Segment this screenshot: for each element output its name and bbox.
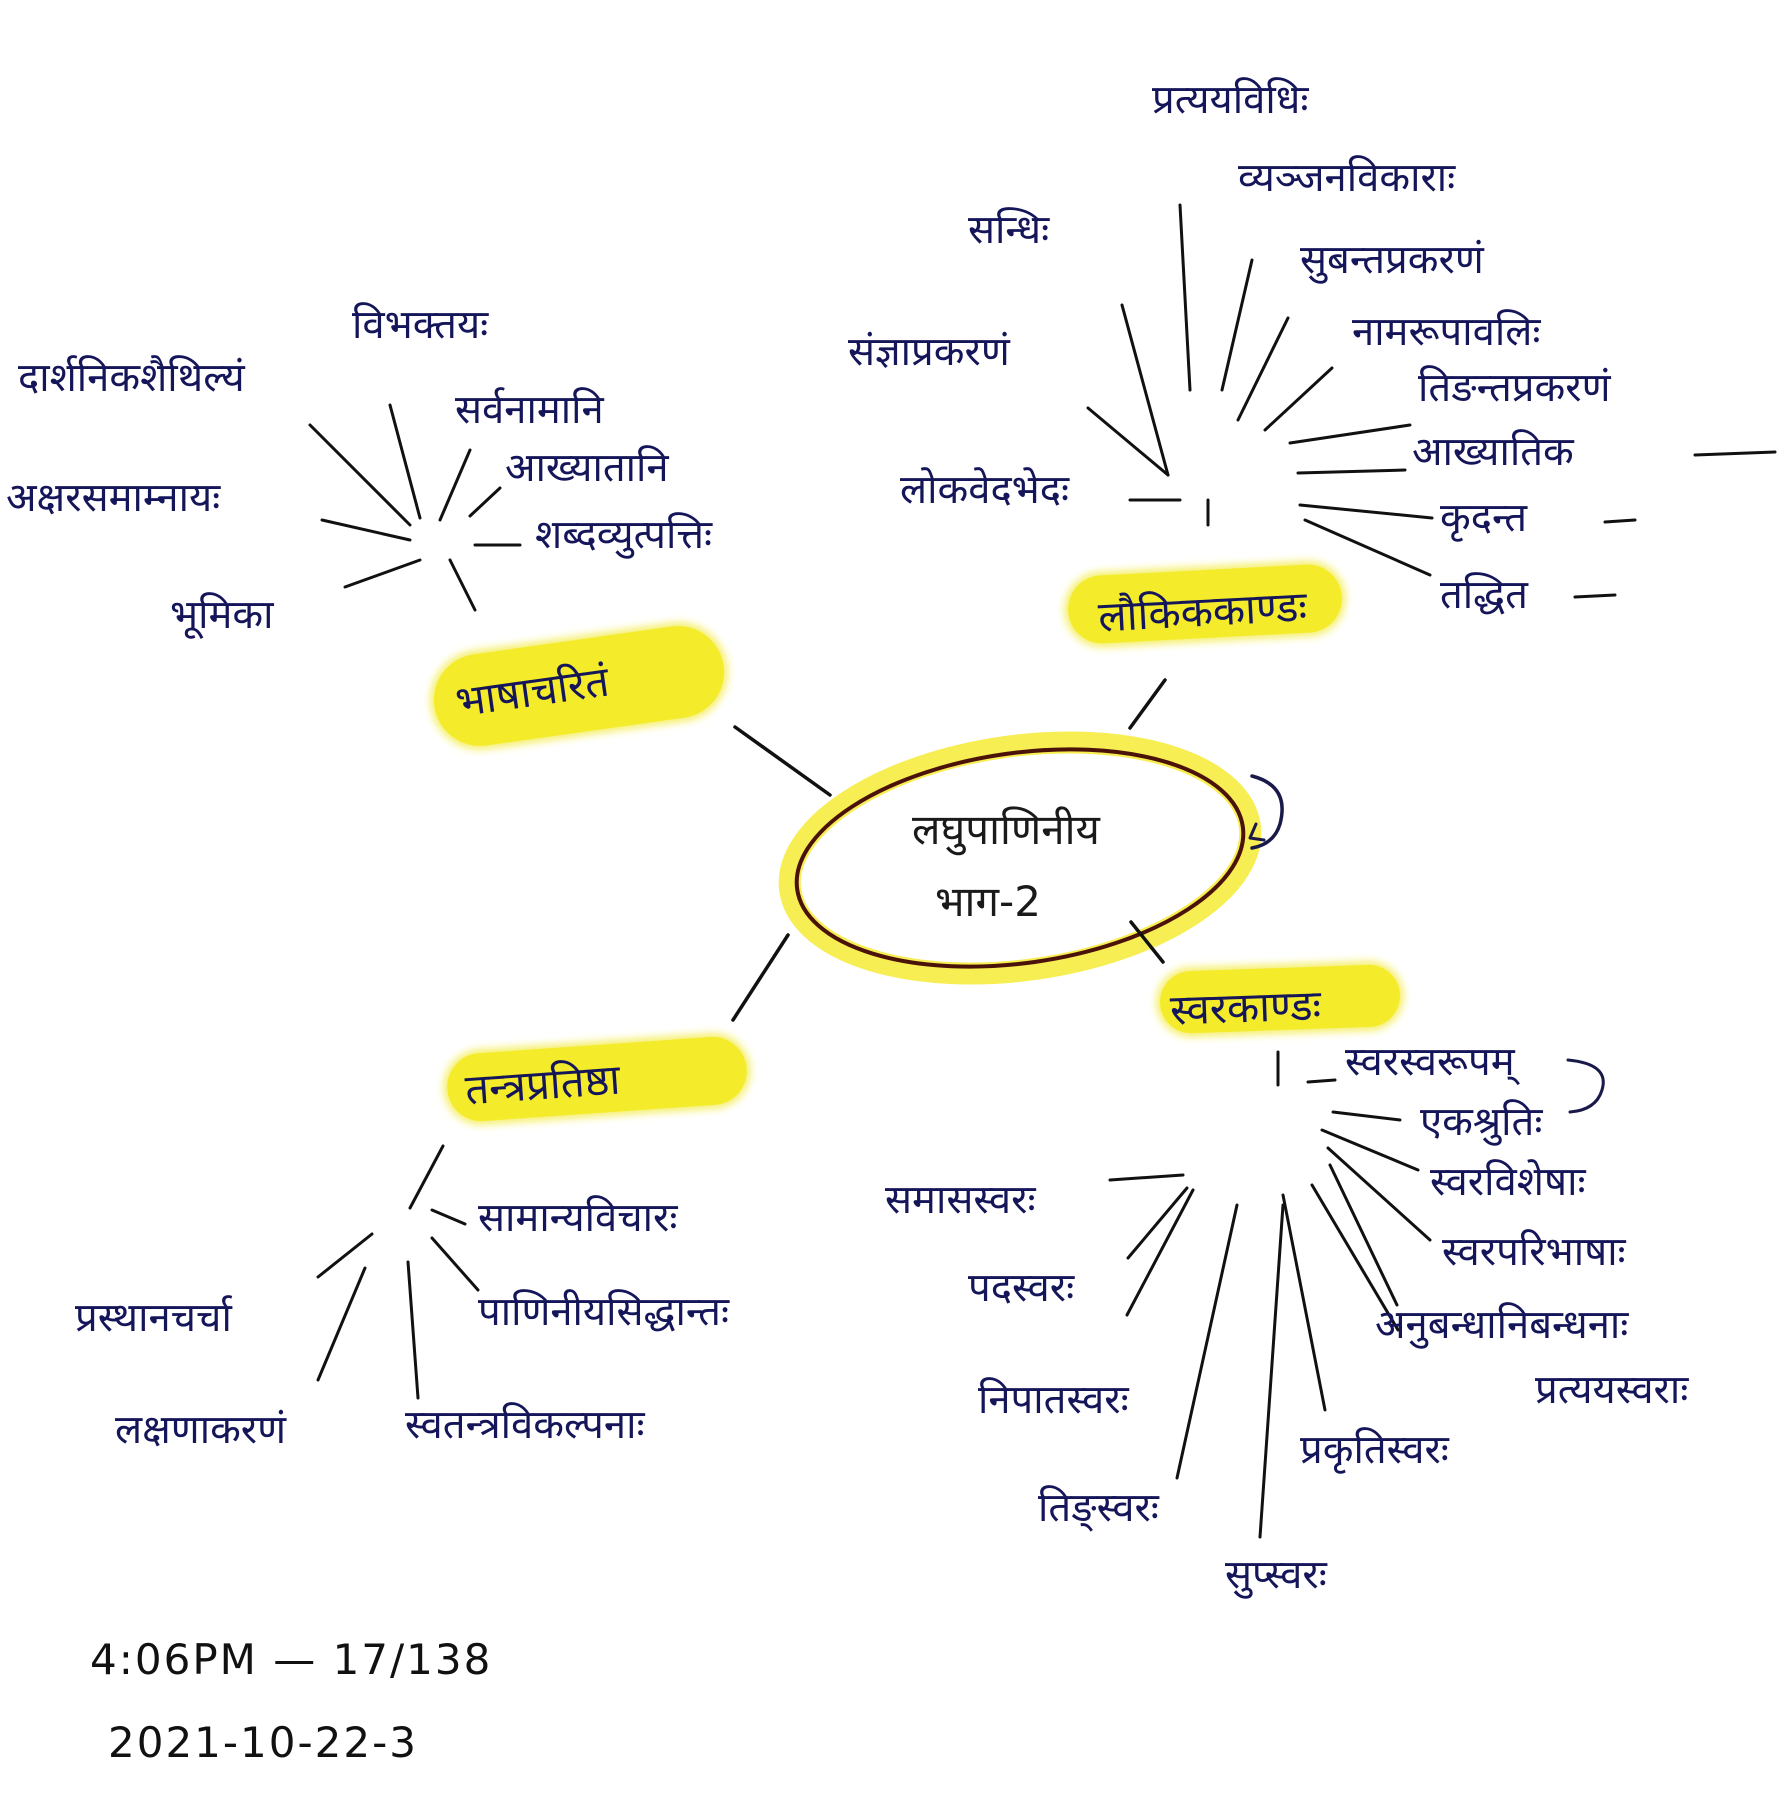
- loka-item: व्यञ्जनविकाराः: [1238, 155, 1456, 201]
- svara-spokes: [1108, 1050, 1605, 1539]
- date-note: 2021-10-22-3: [108, 1718, 418, 1767]
- loka-item: तद्धित: [1440, 572, 1528, 618]
- loka-item: कृदन्त: [1440, 495, 1528, 541]
- loka-item: सुबन्तप्रकरणं: [1300, 237, 1484, 283]
- svara-item: एकश्रुतिः: [1420, 1099, 1543, 1145]
- svara-item: समासस्वरः: [885, 1177, 1036, 1223]
- loka-item: तिङन्तप्रकरणं: [1418, 365, 1611, 411]
- prelude-item: विभक्तयः: [352, 302, 489, 348]
- tantra-item: प्रस्थानचर्चा: [75, 1295, 232, 1341]
- svara-item: प्रत्ययस्वराः: [1535, 1367, 1689, 1413]
- link-prelude: [733, 725, 832, 797]
- tantra-item: पाणिनीयसिद्धान्तः: [478, 1289, 730, 1335]
- branch-title-svara: स्वरकाण्डः: [1169, 980, 1322, 1035]
- prelude-item: सर्वनामानि: [455, 387, 604, 433]
- tantra-item: स्वतन्त्रविकल्पनाः: [405, 1402, 645, 1448]
- link-loka: [1128, 678, 1167, 730]
- loka-spokes: [1086, 203, 1777, 599]
- loka-item: नामरूपावलिः: [1352, 309, 1541, 355]
- svara-item: स्वरविशेषाः: [1430, 1159, 1586, 1205]
- prelude-item: आख्यातानि: [505, 445, 669, 491]
- prelude-item: अक्षरसमाम्नायः: [6, 475, 221, 521]
- svara-item: पदस्वरः: [968, 1265, 1075, 1311]
- svara-item: अनुबन्धानिबन्धनाः: [1375, 1302, 1629, 1348]
- center-loop-arrow: [1250, 774, 1284, 850]
- link-tantra: [731, 933, 790, 1022]
- loka-item: आख्यातिक: [1412, 429, 1574, 475]
- svara-item: स्वरपरिभाषाः: [1442, 1229, 1626, 1275]
- svara-item: सुप्स्वरः: [1225, 1552, 1327, 1598]
- center-loop-arrow-head: [1248, 822, 1266, 842]
- time-pages-note: 4:06PM — 17/138: [90, 1635, 493, 1684]
- svara-item: प्रकृतिस्वरः: [1300, 1427, 1449, 1473]
- svara-item: तिङ्स्वरः: [1038, 1485, 1159, 1531]
- branch-title-loka: लौकिककाण्डः: [1096, 581, 1308, 642]
- prelude-spokes: [308, 403, 522, 612]
- link-svara: [1129, 920, 1165, 964]
- center-ring: [794, 747, 1246, 969]
- tantra-item: लक्षणाकरणं: [115, 1407, 287, 1453]
- center-ring-glow: [778, 731, 1262, 985]
- prelude-item: शब्दव्युत्पत्तिः: [535, 512, 713, 558]
- center-title: लघुपाणिनीय: [912, 805, 1100, 854]
- prelude-item: दार्शनिकशैथिल्यं: [18, 355, 245, 401]
- tantra-item: सामान्यविचारः: [478, 1195, 678, 1241]
- tantra-spokes: [316, 1144, 480, 1400]
- loka-item: सन्धिः: [968, 207, 1050, 253]
- loka-item: प्रत्ययविधिः: [1152, 77, 1309, 123]
- branch-title-tantra: तन्त्रप्रतिष्ठा: [463, 1054, 622, 1115]
- prelude-item: भूमिका: [170, 592, 274, 638]
- center-subtitle: भाग-2: [935, 877, 1041, 926]
- loka-item: संज्ञाप्रकरणं: [848, 329, 1010, 375]
- loka-item: लोकवेदभेदः: [900, 467, 1070, 513]
- svara-item: निपातस्वरः: [978, 1377, 1129, 1423]
- svara-item: स्वरस्वरूपम्: [1345, 1039, 1515, 1085]
